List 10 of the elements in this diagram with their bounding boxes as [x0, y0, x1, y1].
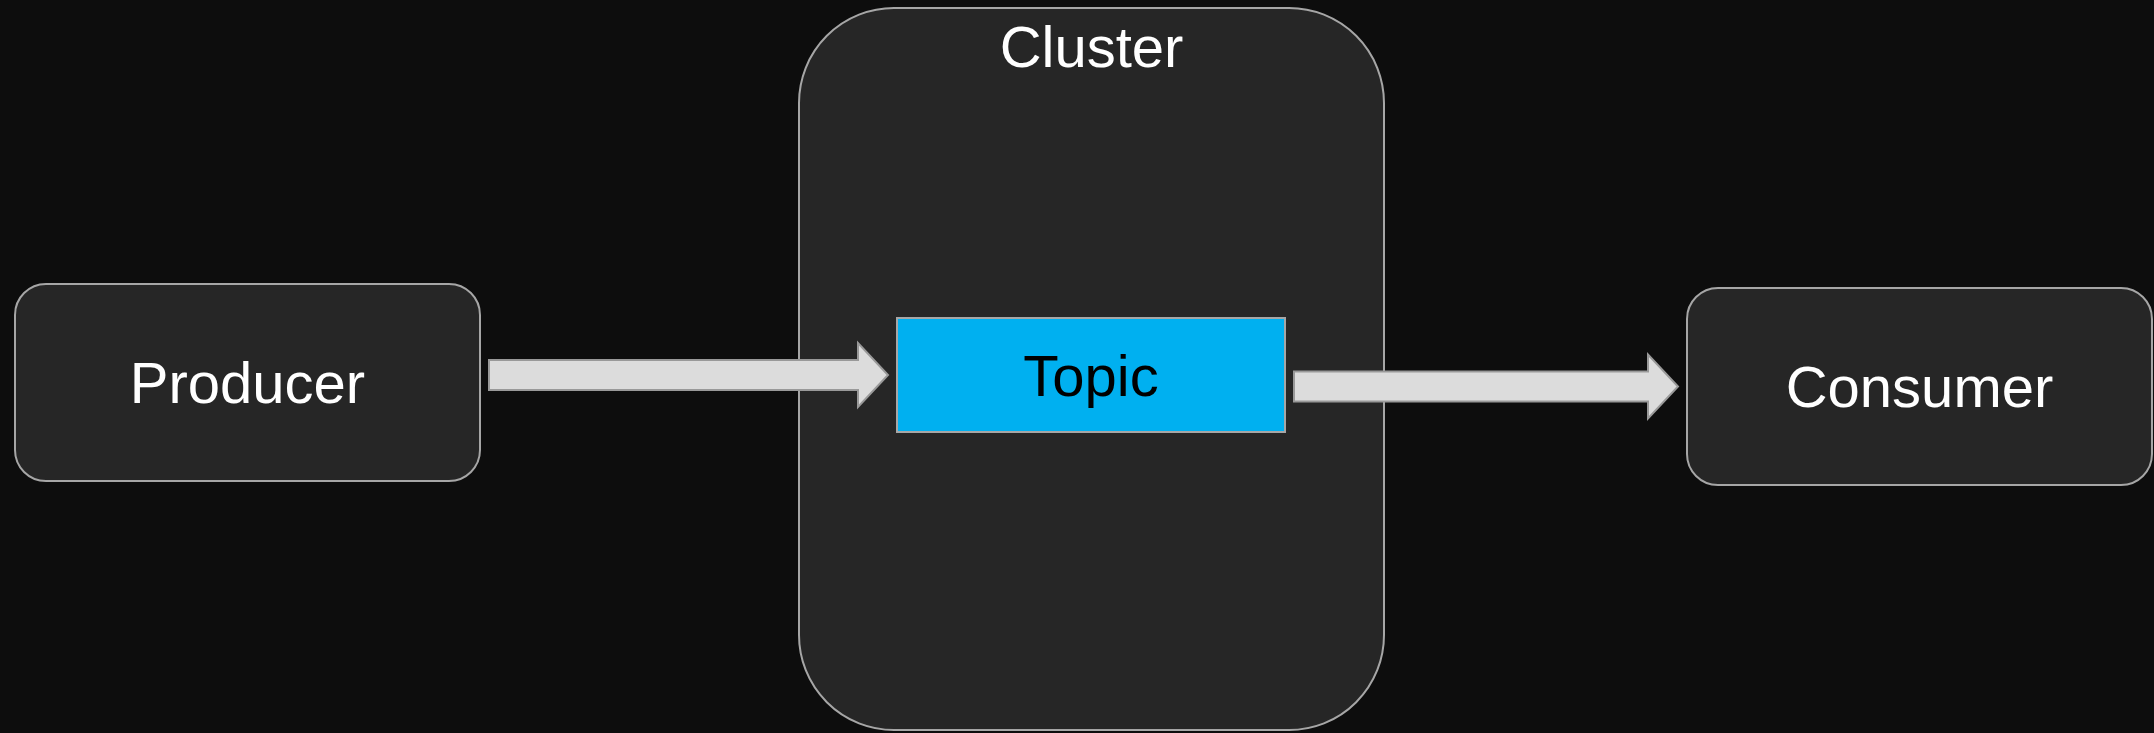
node-label: Topic: [1023, 341, 1159, 409]
node-label: Producer: [129, 349, 366, 416]
process-box: [896, 317, 1286, 433]
cluster-container: [798, 7, 1385, 731]
container-heading: Cluster: [999, 13, 1184, 80]
process-box: [14, 283, 481, 482]
block-arrow: [1293, 351, 1680, 422]
node-label: Consumer: [1785, 353, 2054, 420]
block-arrow: [488, 340, 890, 410]
process-box: [1686, 287, 2153, 486]
